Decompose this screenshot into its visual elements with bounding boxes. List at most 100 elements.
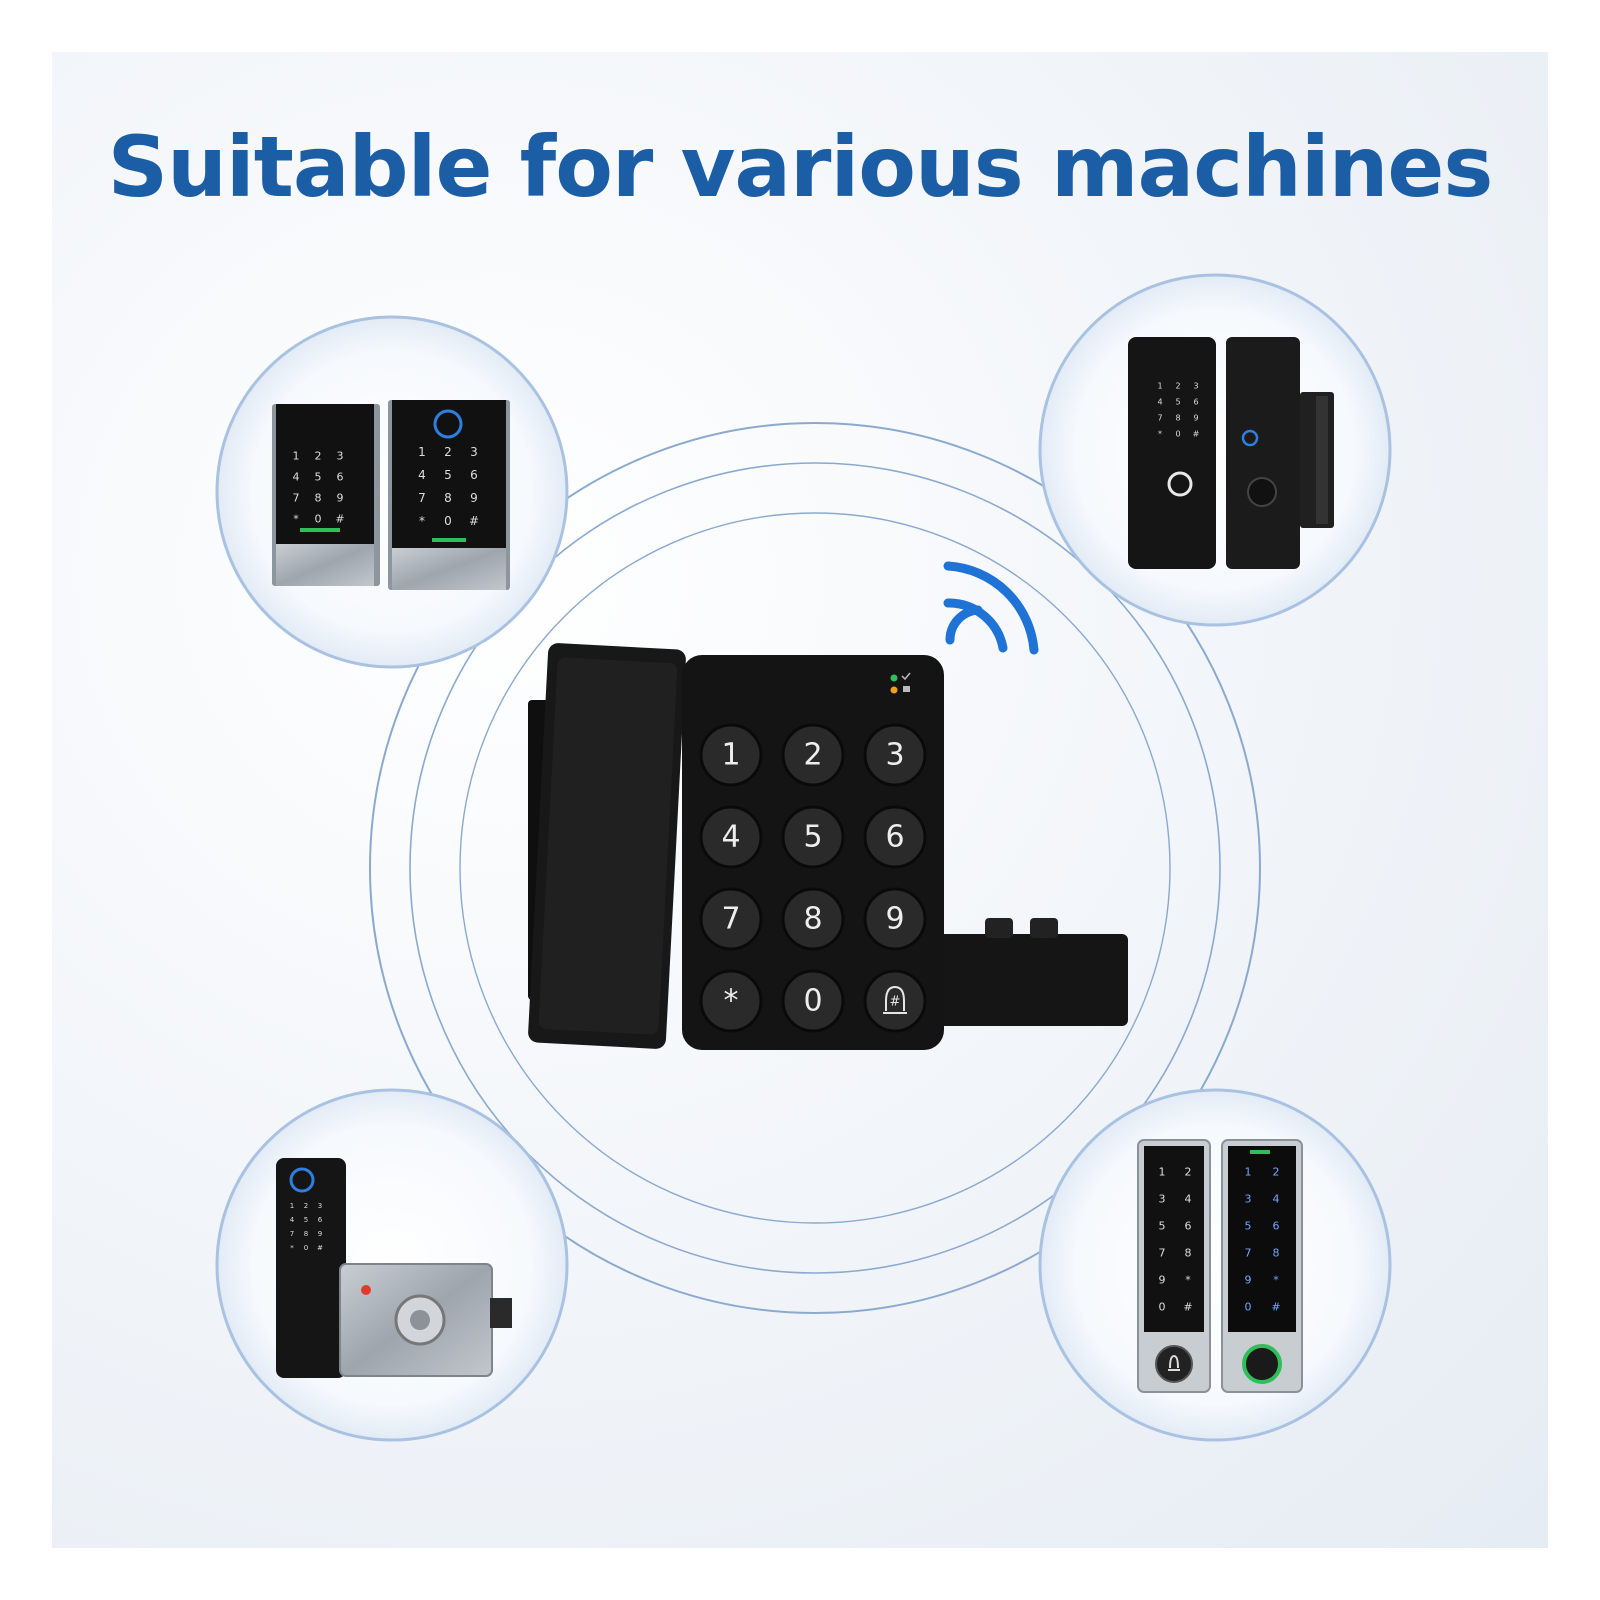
ring-outer — [369, 422, 1261, 1314]
ring-middle — [409, 462, 1221, 1274]
digit-label: 1 — [418, 445, 426, 459]
digit-label: 9 — [1193, 414, 1198, 423]
digit-label: 9 — [318, 1230, 322, 1238]
keypad-key — [699, 969, 763, 1033]
keypad-key — [781, 723, 845, 787]
digit-label: 9 — [1245, 1274, 1252, 1287]
digit-label: 6 — [1273, 1220, 1280, 1233]
keypad-key — [863, 969, 927, 1033]
keypad-key-label: 7 — [721, 902, 740, 937]
bubble-bottom-right — [1038, 1088, 1392, 1442]
check-icon — [901, 672, 911, 681]
keypad-key-label: 3 — [885, 738, 904, 773]
keypad-key — [863, 887, 927, 951]
headline: Suitable for various machines — [107, 118, 1494, 216]
digit-label: 2 — [1175, 382, 1180, 391]
digit-label: 1 — [1159, 1166, 1166, 1179]
keypad-key-label: * — [724, 984, 739, 1019]
digit-label: 0 — [304, 1244, 308, 1252]
digit-label: 7 — [1157, 414, 1162, 423]
digit-label: 3 — [337, 450, 344, 463]
digit-label: 0 — [315, 513, 322, 526]
digit-label: 8 — [1273, 1247, 1280, 1260]
digit-label: 4 — [1185, 1193, 1192, 1206]
digit-label: 5 — [304, 1216, 308, 1224]
digit-label: # — [1271, 1301, 1280, 1314]
digit-label: 8 — [1175, 414, 1180, 423]
digit-label: 3 — [1159, 1193, 1166, 1206]
digit-label: 0 — [444, 514, 452, 528]
digit-label: 7 — [418, 491, 426, 505]
digit-label: * — [1158, 430, 1162, 439]
digit-label: 6 — [1193, 398, 1198, 407]
keypad-key — [781, 969, 845, 1033]
digit-label: # — [469, 514, 479, 528]
keypad-key-label: # — [890, 995, 901, 1010]
fingerprint-icon — [1242, 1344, 1282, 1384]
keypad-key — [699, 805, 763, 869]
digit-label: 5 — [1175, 398, 1180, 407]
digit-label: 7 — [1159, 1247, 1166, 1260]
digit-label: 5 — [444, 468, 452, 482]
digit-label: 8 — [315, 492, 322, 505]
bell-icon — [1155, 1345, 1193, 1383]
lock-icon — [903, 686, 910, 692]
digit-label: 0 — [1175, 430, 1180, 439]
digit-label: 4 — [293, 471, 300, 484]
digit-label: 3 — [470, 445, 478, 459]
keypad-key — [863, 805, 927, 869]
keypad-key-label: 9 — [885, 902, 904, 937]
fingerprint-icon — [289, 1167, 315, 1193]
digit-label: * — [419, 514, 425, 528]
digit-label: # — [317, 1244, 323, 1252]
digit-label: 2 — [304, 1202, 308, 1210]
digit-label: 8 — [304, 1230, 308, 1238]
keypad-key-label: 1 — [721, 738, 740, 773]
digit-label: 2 — [1273, 1166, 1280, 1179]
digit-label: 2 — [315, 450, 322, 463]
keypad-key-label: 8 — [803, 902, 822, 937]
digit-label: 1 — [1157, 382, 1162, 391]
wifi-signal-icon — [943, 561, 1039, 655]
digit-label: 3 — [318, 1202, 322, 1210]
digit-label: 3 — [1245, 1193, 1252, 1206]
digit-label: 6 — [1185, 1220, 1192, 1233]
digit-label: # — [1193, 430, 1200, 439]
keypad-key-label: 4 — [721, 820, 740, 855]
digit-label: # — [1183, 1301, 1192, 1314]
keypad-key — [781, 887, 845, 951]
digit-label: 6 — [318, 1216, 323, 1224]
digit-label: 1 — [293, 450, 300, 463]
keypad-key — [699, 723, 763, 787]
digit-label: 3 — [1193, 382, 1198, 391]
keypad-key — [699, 887, 763, 951]
digit-label: 5 — [315, 471, 322, 484]
digit-label: 5 — [1159, 1220, 1166, 1233]
digit-label: 4 — [1157, 398, 1162, 407]
digit-label: 1 — [1245, 1166, 1252, 1179]
bell-icon — [883, 985, 907, 1014]
digit-label: # — [335, 513, 344, 526]
digit-label: 9 — [1159, 1274, 1166, 1287]
keypad-key-label: 5 — [803, 820, 822, 855]
digit-label: 4 — [1273, 1193, 1280, 1206]
digit-label: 2 — [1185, 1166, 1192, 1179]
fingerprint-icon — [433, 409, 463, 439]
glass-door-lock: 1 2 3 4 5 6 7 8 9 * 0 # — [1128, 337, 1334, 569]
digit-label: 2 — [444, 445, 452, 459]
digit-label: 6 — [470, 468, 478, 482]
digit-label: 0 — [1159, 1301, 1166, 1314]
digit-label: * — [1273, 1274, 1279, 1287]
digit-label: 1 — [290, 1202, 294, 1210]
